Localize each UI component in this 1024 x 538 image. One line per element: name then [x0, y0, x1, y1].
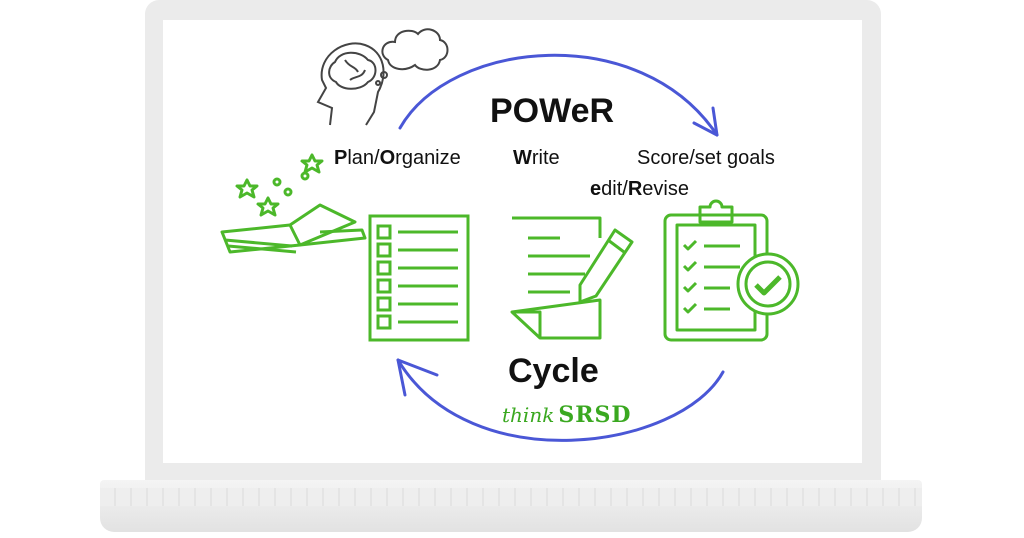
thinking-head-icon — [316, 28, 449, 126]
logo-think: think — [502, 403, 555, 427]
checkbox-square — [376, 278, 392, 294]
clipboard-check-icon — [663, 199, 800, 342]
step-text: evise — [642, 178, 689, 200]
open-book-icon — [220, 153, 367, 254]
checkbox-square — [376, 296, 392, 312]
step-score: Score/set goals — [637, 147, 775, 169]
step-plan-organize: Plan/Organize — [334, 147, 461, 170]
checkbox-square — [376, 242, 392, 258]
step-text: lan/ — [347, 147, 380, 169]
checklist-icon — [368, 214, 470, 342]
step-letter: W — [513, 147, 532, 169]
cycle-arrow-top — [398, 53, 719, 137]
laptop-screen — [163, 20, 862, 463]
checkbox-square — [376, 314, 392, 330]
diagram-title: POWeR — [490, 92, 615, 130]
step-edit-revise: edit/Revise — [590, 178, 689, 201]
step-write: Write — [513, 147, 560, 170]
diagram-subtitle: Cycle — [508, 352, 599, 390]
step-text: rite — [531, 147, 560, 169]
step-letter: R — [627, 178, 643, 200]
step-text: rganize — [395, 147, 461, 169]
step-letter: O — [379, 147, 396, 169]
checkbox-square — [376, 224, 392, 240]
laptop-keyboard-edge — [100, 488, 922, 506]
checkbox-square — [376, 260, 392, 276]
step-text: dit/ — [601, 178, 628, 200]
cycle-arrow-bottom — [396, 358, 725, 442]
logo-srsd: SRSD — [558, 402, 632, 428]
document-pencil-icon — [510, 216, 634, 340]
step-letter: P — [334, 147, 348, 169]
laptop-base — [100, 480, 922, 532]
step-letter: e — [590, 178, 602, 200]
